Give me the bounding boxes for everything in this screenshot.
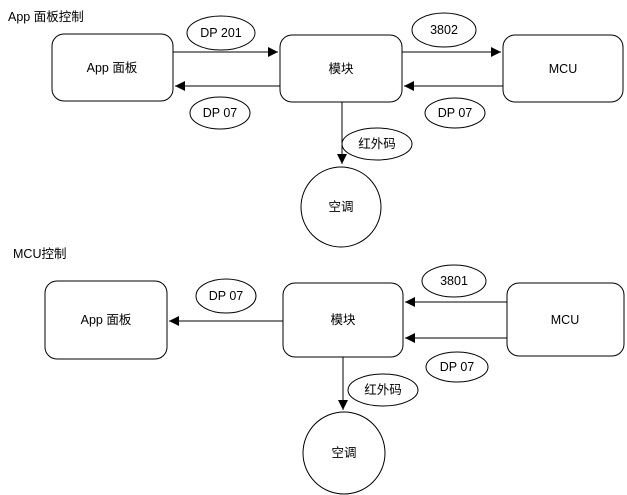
node-app-panel-top-shape — [51, 33, 174, 102]
edge-label-bottom-ir-shape — [347, 373, 419, 407]
edge-label-bottom-dp07-left-text: DP 07 — [209, 289, 244, 303]
edge-label-bottom-3801-shape — [421, 264, 487, 298]
edge-label-top-dp07-left-shape — [189, 96, 251, 130]
node-module-top-shape — [279, 34, 403, 103]
edge-label-top-ir-shape — [341, 127, 413, 161]
node-ac-bottom-shape — [302, 411, 386, 495]
node-mcu-bottom-shape — [506, 282, 625, 357]
edge-label-top-dp07-right-text: DP 07 — [438, 106, 473, 120]
edge-label-top-dp07-left-text: DP 07 — [203, 106, 238, 120]
node-ac-top-shape — [300, 166, 382, 248]
top-flow-section: App 面板控制 App 面板 模块 MCU 空调 DP 201 — [8, 10, 624, 248]
node-module-bottom-shape — [282, 282, 404, 358]
edge-label-top-dp201-text: DP 201 — [200, 26, 242, 40]
node-mcu-top: MCU — [502, 34, 624, 103]
section-title-top: App 面板控制 — [8, 10, 84, 24]
edge-label-bottom-3801: 3801 — [421, 264, 487, 298]
edge-label-top-dp07-right: DP 07 — [424, 97, 486, 129]
node-app-panel-top-label: App 面板 — [87, 61, 138, 75]
edge-label-bottom-dp07-right-shape — [425, 351, 489, 383]
edge-label-top-ir-text: 红外码 — [358, 136, 396, 151]
edge-label-bottom-dp07-right: DP 07 — [425, 351, 489, 383]
edge-label-top-dp201-shape — [186, 15, 256, 51]
node-mcu-top-shape — [502, 34, 624, 103]
section-title-bottom: MCU控制 — [13, 247, 66, 261]
node-module-bottom: 模块 — [282, 282, 404, 358]
node-mcu-bottom: MCU — [506, 282, 625, 357]
node-module-bottom-label: 模块 — [330, 313, 356, 327]
edge-label-top-dp07-right-shape — [424, 97, 486, 129]
edge-label-top-dp07-left: DP 07 — [189, 96, 251, 130]
node-app-panel-bottom-shape — [44, 280, 168, 360]
node-ac-top: 空调 — [300, 166, 382, 248]
node-app-panel-bottom-label: App 面板 — [81, 313, 132, 327]
node-mcu-bottom-label: MCU — [551, 313, 579, 327]
edge-label-top-ir: 红外码 — [341, 127, 413, 161]
bottom-flow-section: MCU控制 App 面板 模块 MCU 空调 DP 07 — [13, 247, 625, 495]
edge-label-top-3802-shape — [411, 12, 477, 48]
edge-label-top-3802-text: 3802 — [430, 23, 458, 37]
node-ac-top-label: 空调 — [328, 200, 353, 214]
node-module-top-label: 模块 — [328, 62, 354, 76]
edge-label-bottom-dp07-right-text: DP 07 — [440, 360, 475, 374]
node-module-top: 模块 — [279, 34, 403, 103]
node-mcu-top-label: MCU — [549, 62, 577, 76]
edge-label-bottom-ir: 红外码 — [347, 373, 419, 407]
edge-label-bottom-dp07-left-shape — [195, 278, 257, 314]
node-ac-bottom-label: 空调 — [331, 446, 356, 460]
edge-label-bottom-ir-text: 红外码 — [364, 382, 402, 397]
node-app-panel-top: App 面板 — [51, 33, 174, 102]
edge-label-top-3802: 3802 — [411, 12, 477, 48]
node-ac-bottom: 空调 — [302, 411, 386, 495]
edge-label-bottom-dp07-left: DP 07 — [195, 278, 257, 314]
edge-label-top-dp201: DP 201 — [186, 15, 256, 51]
edge-label-bottom-3801-text: 3801 — [440, 274, 468, 288]
node-app-panel-bottom: App 面板 — [44, 280, 168, 360]
